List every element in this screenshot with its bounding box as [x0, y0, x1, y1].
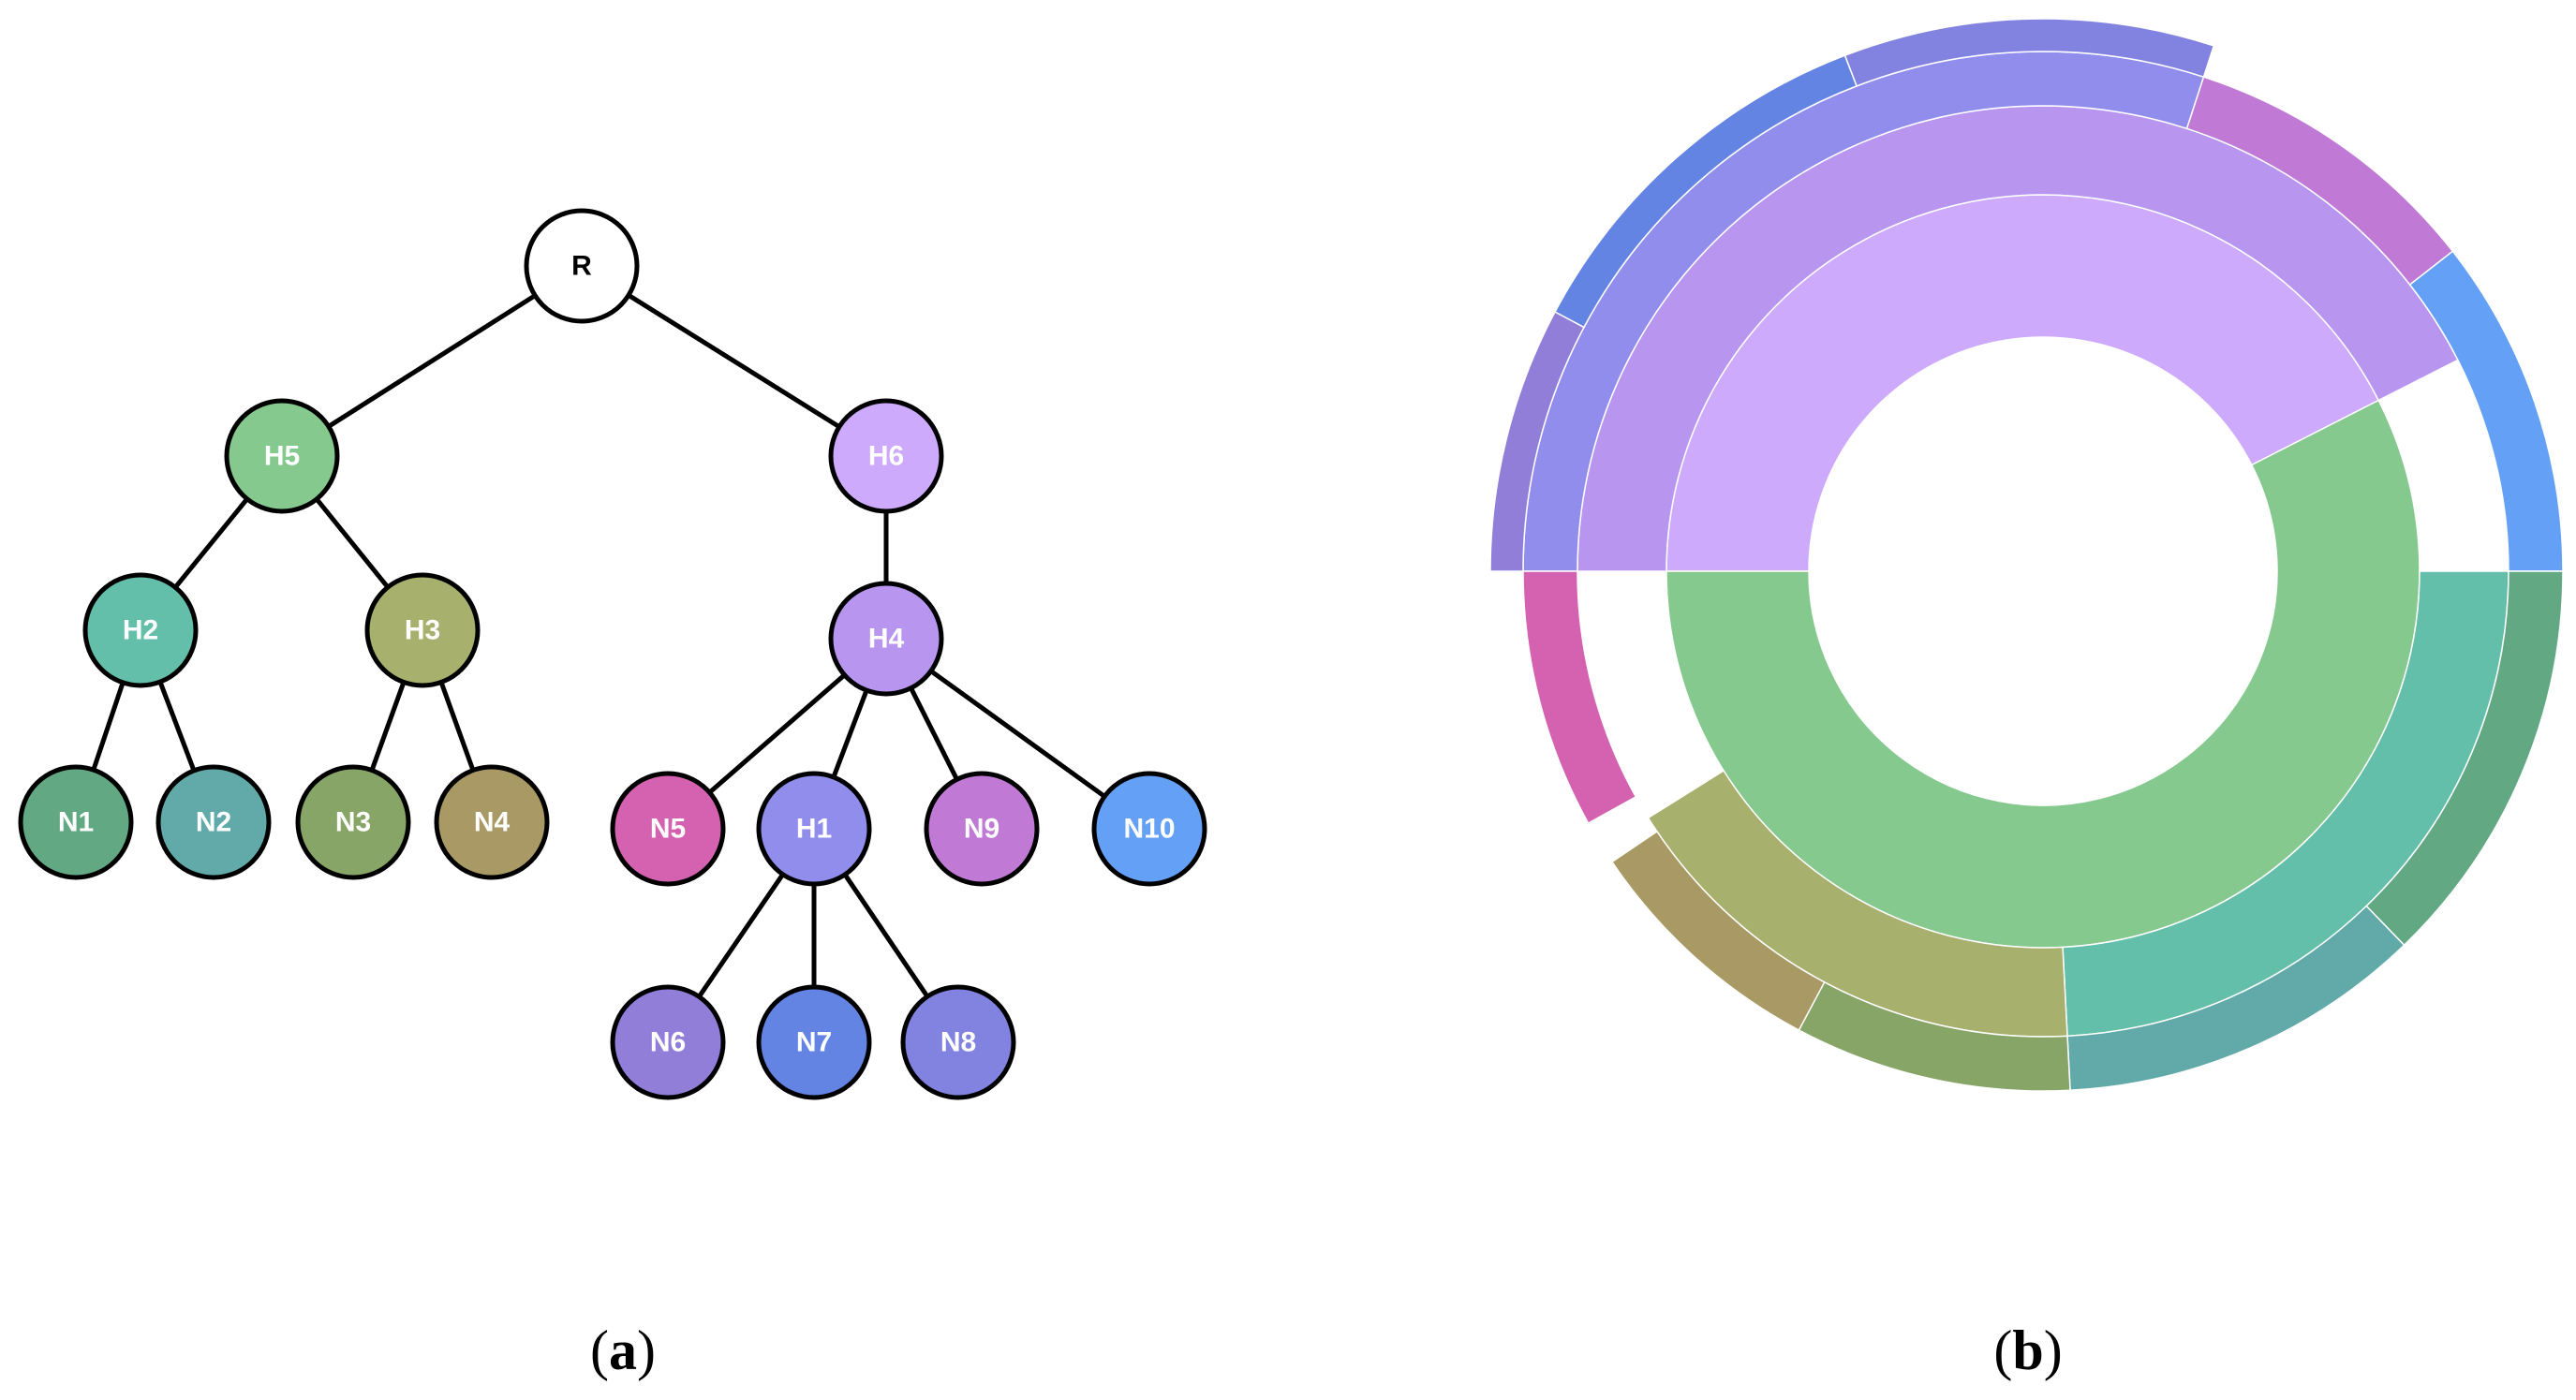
tree-node-n10: N10 [1091, 771, 1207, 887]
node-label: H1 [796, 814, 832, 845]
node-circle [756, 771, 872, 887]
sunburst-diagram [1489, 18, 2564, 1092]
node-circle [18, 764, 134, 880]
node-label: H4 [868, 624, 905, 655]
node-label: H2 [123, 615, 158, 646]
edge-r-h6 [580, 263, 888, 459]
node-label: N1 [58, 807, 94, 838]
caption-b: (b) [1993, 1319, 2062, 1381]
node-circle [155, 764, 272, 880]
node-circle [828, 581, 944, 697]
tree-node-n4: N4 [434, 764, 550, 880]
node-circle [1091, 771, 1207, 887]
tree-node-n2: N2 [155, 764, 272, 880]
node-label: H3 [405, 615, 440, 646]
edge-r-h5 [280, 263, 584, 459]
node-circle [828, 398, 944, 514]
sunburst-segment-n8 [1843, 18, 2215, 87]
node-circle [610, 771, 726, 887]
node-label: N2 [196, 807, 231, 838]
tree-node-h5: H5 [224, 398, 340, 514]
tree-node-n6: N6 [610, 984, 726, 1100]
node-circle [224, 398, 340, 514]
node-circle [295, 764, 411, 880]
tree-node-n1: N1 [18, 764, 134, 880]
node-label: H6 [868, 441, 904, 472]
tree-node-n7: N7 [756, 984, 872, 1100]
tree-node-h1: H1 [756, 771, 872, 887]
node-label: N4 [474, 807, 511, 838]
tree-edges [73, 263, 1151, 1044]
sunburst-segment-n4 [1610, 830, 1826, 1032]
tree-node-n9: N9 [924, 771, 1040, 887]
sunburst-segment-n5 [1522, 570, 1637, 825]
tree-node-h2: H2 [82, 572, 199, 688]
node-label: H5 [264, 441, 300, 472]
sunburst-segment-n10 [2408, 250, 2564, 572]
node-label: N5 [650, 814, 686, 845]
node-label: N10 [1123, 814, 1175, 845]
node-circle [900, 984, 1016, 1100]
node-circle [434, 764, 550, 880]
tree-node-n5: N5 [610, 771, 726, 887]
node-circle [610, 984, 726, 1100]
node-label: N7 [796, 1027, 832, 1058]
tree-node-h6: H6 [828, 398, 944, 514]
tree-node-h3: H3 [364, 572, 481, 688]
tree-node-h4: H4 [828, 581, 944, 697]
tree-node-n8: N8 [900, 984, 1016, 1100]
node-circle [364, 572, 481, 688]
node-circle [756, 984, 872, 1100]
node-label: N6 [650, 1027, 686, 1058]
node-label: R [571, 251, 592, 282]
node-label: N9 [964, 814, 999, 845]
caption-a: (a) [590, 1319, 656, 1381]
tree-node-r: R [524, 208, 640, 324]
tree-node-n3: N3 [295, 764, 411, 880]
node-circle [82, 572, 199, 688]
node-label: N3 [335, 807, 371, 838]
node-circle [924, 771, 1040, 887]
node-circle [524, 208, 640, 324]
node-label: N8 [940, 1027, 976, 1058]
